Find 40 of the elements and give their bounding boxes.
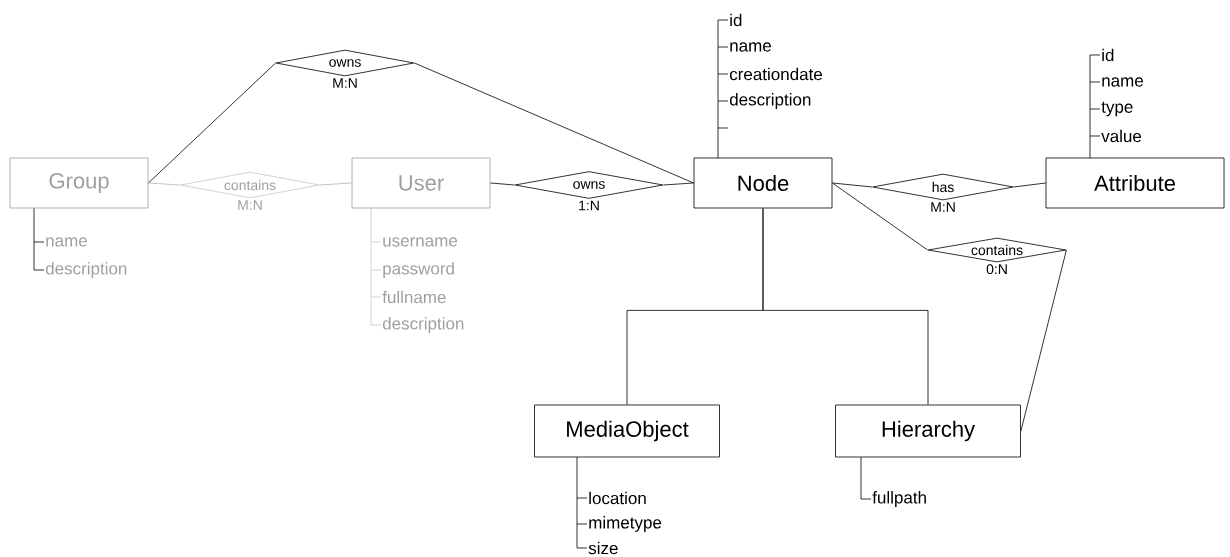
connector-line [832,182,928,251]
attribute-label: description [382,317,464,333]
connector-line [148,182,181,186]
attribute-label: description [45,262,127,278]
attribute-label: fullname [382,290,446,304]
entity-box: MediaObject [534,404,720,458]
connector-line [1013,182,1046,188]
entity-box: Hierarchy [835,404,1021,458]
cardinality-label: 1:N [579,200,599,211]
attribute-label: type [1101,101,1133,117]
attribute-label: username [383,237,458,247]
cardinality-label: M:N [333,78,357,88]
connector-line [319,182,352,186]
connector-line [663,182,694,186]
entity-box: User [351,157,491,209]
attribute-label: fullpath [872,491,926,507]
attribute-label: id [730,13,742,27]
cardinality-label: 0:N [986,264,1007,275]
connector-line [832,182,873,188]
attribute-label: value [1101,129,1142,143]
connector-line [490,182,515,186]
attribute-label: name [1102,77,1143,87]
attribute-label: creationdate [729,67,822,81]
connector-line [148,62,276,184]
attribute-label: id [1102,48,1114,62]
entity-box: Attribute [1045,157,1225,209]
attribute-label: description [729,93,811,109]
connector-line [762,208,929,405]
entity-box: Node [693,157,833,209]
cardinality-label: M:N [931,202,955,212]
attribute-label: name [46,237,87,247]
attribute-label: size [588,541,618,555]
entity-box: Group [9,157,149,209]
attribute-label: password [383,262,454,278]
attribute-label: location [589,491,646,505]
connector-line [1020,249,1067,432]
attribute-label: name [730,42,771,52]
cardinality-label: M:N [238,200,262,210]
connector-line [414,62,694,184]
attribute-label: mimetype [589,516,662,532]
